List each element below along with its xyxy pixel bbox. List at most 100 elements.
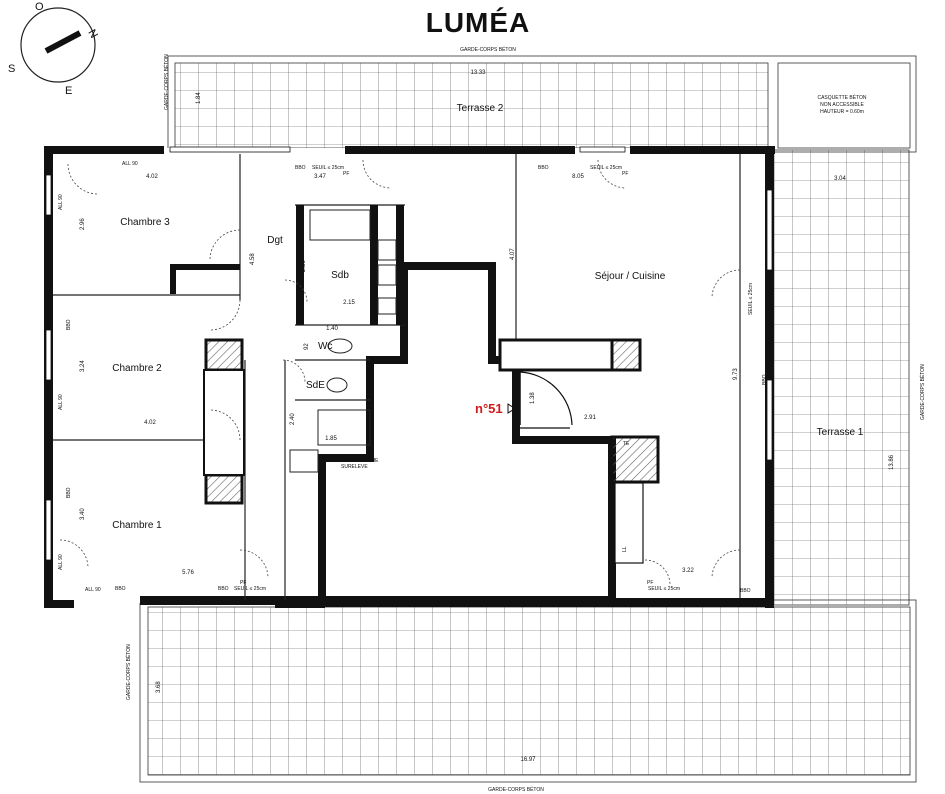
all-90-1: ALL 90 [122,161,138,167]
compass: N O S E [8,1,100,97]
dim-2-56: 2.56 [301,260,307,272]
unit-number: n°51 [475,401,503,416]
dim-4-07: 4.07 [510,248,516,260]
terrasse-bottom: 16.97 3.68 GARDE-CORPS BÉTON GARDE-CORPS… [125,599,917,793]
dim-3-24: 3.24 [80,360,86,372]
door-swing-icon [209,299,241,331]
label-ll: LL [622,546,628,552]
label-chambre-3: Chambre 3 [120,217,170,228]
dim-8-05: 8.05 [572,174,584,180]
sink-sdb-icon [377,239,397,261]
seuil-3: SEUIL ≤ 25cm [234,586,266,592]
compass-needle [44,30,82,54]
all-90-4: ALL 90 [58,554,64,570]
bbo-3: BBO [115,586,126,592]
compass-o: O [35,1,44,13]
door-swings [59,159,741,586]
partition-blocks [170,205,660,564]
dim-3-47: 3.47 [314,174,326,180]
label-dgt: Dgt [267,235,283,246]
seuil-5: SEUIL ≤ 25cm [748,283,754,315]
dim-2-96: 2.96 [80,218,86,230]
compass-n: N [85,28,99,41]
project-title: LUMÉA [426,7,531,38]
door-swing-icon [239,549,269,579]
door-swing-icon [282,359,306,383]
dim-2-91: 2.91 [584,415,596,421]
door-swing-icon [209,229,241,261]
door-swing-icon [362,159,392,189]
bbo-4: BBO [218,586,229,592]
bbo-7: BBO [66,487,72,498]
label-wc: Wc [318,341,332,352]
bbo-2: BBO [538,165,549,171]
seuil-1: SEUIL ≤ 25cm [312,165,344,171]
bbo-1: BBO [295,165,306,171]
pf-2: PF [622,171,628,177]
dim-3-04: 3.04 [834,176,846,182]
casquette-line-3: HAUTEUR = 0.60m [820,109,864,115]
terrasse-2: Terrasse 2 GARDE-CORPS BÉTON 13.33 1.84 … [163,46,917,153]
dim-1-40: 1.40 [326,326,338,332]
toilet-wc-icon [327,338,353,354]
dim-13-33: 13.33 [470,70,486,76]
pf-1: PF [343,171,349,177]
label-sde: SdE [306,380,325,391]
dim-1-84: 1.84 [196,92,202,104]
all-90-2: ALL 90 [85,587,101,593]
door-swing-icon [711,549,741,579]
terrasse-1: Terrasse 1 3.04 13.86 GARDE-CORPS BÉTON [772,149,926,606]
dim-13-86: 13.86 [889,454,895,470]
dim-0-92: 92 [304,343,310,350]
label-terrasse-1: Terrasse 1 [817,427,864,438]
dim-1-85: 1.85 [325,436,337,442]
seuil-2: SEUIL ≤ 25cm [590,165,622,171]
dim-3-40: 3.40 [80,508,86,520]
sink-sde-icon [289,449,319,473]
dim-4-02-mid: 4.02 [144,420,156,426]
garde-corps-top: GARDE-CORPS BÉTON [460,46,516,53]
interior-walls [53,154,741,600]
label-te: TE [623,441,630,447]
casquette-beton [777,62,911,149]
entrance-arrow-icon [507,403,516,414]
dim-3-22: 3.22 [682,568,694,574]
bac-douche-2: SURELEVE [341,464,368,470]
dim-1-38: 1.38 [530,392,536,404]
washer-icon [377,297,397,315]
label-sejour-cuisine: Séjour / Cuisine [595,271,666,282]
casquette-line-2: NON ACCESSIBLE [820,102,864,108]
bac-douche-1: BAC A DOUCHE [341,458,379,464]
fixtures [289,209,397,473]
entrance-door [515,371,573,429]
label-chambre-2: Chambre 2 [112,363,162,374]
bbo-8: BBO [762,374,768,385]
garde-corps-right: GARDE-CORPS BÉTON [919,364,926,420]
pf-4: PF [240,580,246,586]
toilet-sde-icon [326,377,348,393]
label-chambre-1: Chambre 1 [112,520,162,531]
door-swing-icon [711,269,741,299]
windows [45,146,773,561]
door-swing-icon [597,159,627,189]
shower-tray-icon [317,409,371,446]
compass-e: E [65,85,72,97]
dim-3-68: 3.68 [156,681,162,693]
garde-corps-left-top: GARDE-CORPS BÉTON [163,54,170,110]
door-swing-icon [209,409,241,441]
bathtub-icon [309,209,371,241]
dim-4-58: 4.58 [250,253,256,265]
compass-s: S [8,63,15,75]
label-sdb: Sdb [331,270,349,281]
dim-9-73: 9.73 [733,368,739,380]
seuil-4: SEUIL ≤ 25cm [648,586,680,592]
door-swing-icon [67,163,99,195]
label-terrasse-2: Terrasse 2 [457,103,504,114]
bbo-5: BBO [740,588,751,594]
dim-2-15: 2.15 [343,300,355,306]
door-swing-icon [284,279,308,303]
dim-2-40: 2.40 [290,413,296,425]
dim-4-02-top: 4.02 [146,174,158,180]
dim-16-97: 16.97 [520,757,536,763]
